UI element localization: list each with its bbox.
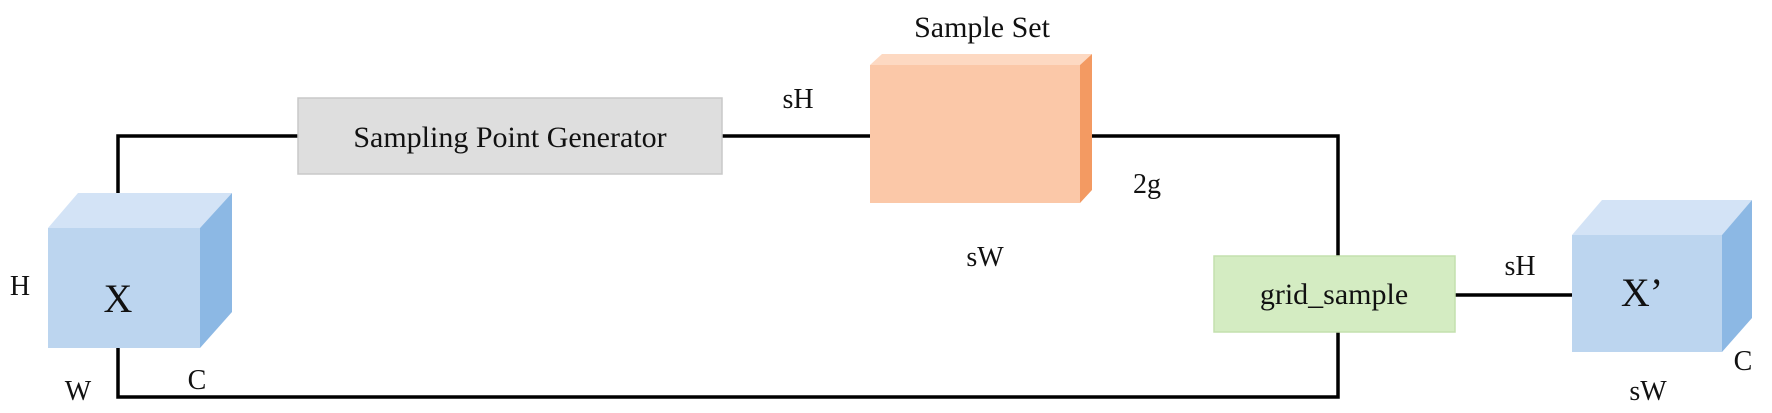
output-cube-top: [1572, 200, 1752, 235]
input-tensor-label: X: [104, 276, 133, 321]
input-cube-front: [48, 228, 200, 348]
output-cube-front: [1572, 235, 1722, 352]
sample-set-front: [870, 65, 1080, 203]
input-cube-top: [48, 193, 232, 228]
sample-set-top: [870, 54, 1092, 65]
connections: [116, 134, 1584, 399]
output-cube-icon: [1572, 200, 1752, 352]
output-channel-label: C: [1734, 346, 1753, 377]
output-height-label: sH: [1504, 251, 1535, 282]
sample-set-block-icon: [870, 54, 1092, 203]
sample-set-depth-label: 2g: [1133, 169, 1161, 200]
sample-set-side: [1080, 54, 1092, 203]
grid-sample-label: grid_sample: [1260, 278, 1408, 311]
input-cube-icon: [48, 193, 232, 348]
sample-set-width-label: sW: [966, 242, 1004, 273]
wire-x-to-grid-bottom: [116, 330, 1340, 399]
wire-sample-to-grid: [1083, 134, 1340, 260]
input-height-label: H: [10, 271, 30, 302]
input-width-label: W: [65, 376, 92, 407]
sample-set-height-label: sH: [782, 84, 813, 115]
generator-label: Sampling Point Generator: [353, 121, 666, 154]
grid-sample-box: [1213, 255, 1456, 333]
output-cube-side: [1722, 200, 1752, 352]
input-channel-label: C: [188, 365, 207, 396]
output-width-label: sW: [1629, 376, 1667, 407]
output-tensor-label: X’: [1621, 270, 1663, 315]
input-cube-side: [200, 193, 232, 348]
sample-set-title: Sample Set: [914, 11, 1050, 44]
sampling-point-generator-box: [297, 97, 723, 175]
